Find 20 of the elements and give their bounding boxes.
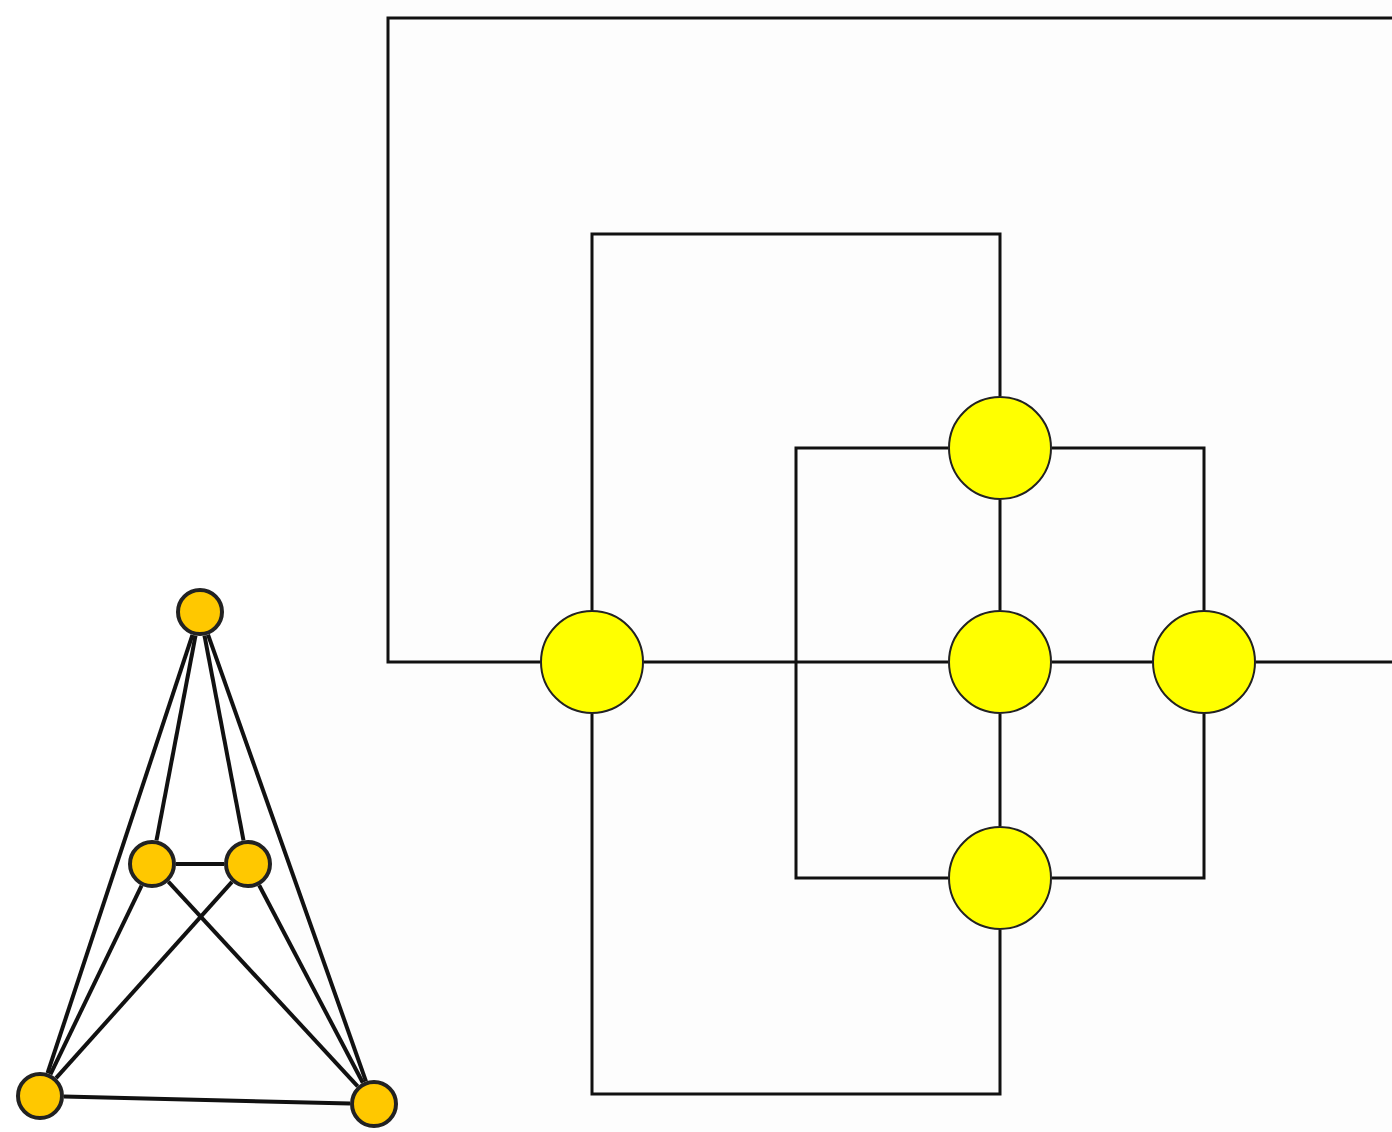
graph-edge [386,16,1392,664]
graph-edge [644,660,948,664]
graph-edge [54,880,234,1080]
graph-edge [202,635,246,841]
graph-edge [590,232,1002,610]
graph-edge [998,714,1002,826]
graph-edge [998,500,1002,610]
graph-edge [154,635,198,841]
graph-edge [45,634,195,1074]
graph-edge [794,446,948,880]
graph-edge [590,714,1002,1096]
graph-edge [1052,446,1206,610]
graph-edge [1052,660,1152,664]
graph-edge [48,884,144,1076]
graph-edge [257,884,365,1084]
graph-edge [1052,714,1206,880]
graph-edge [166,880,360,1088]
graph-edge [206,633,368,1083]
graph-edge [176,862,224,866]
graph-edge [63,1094,351,1106]
